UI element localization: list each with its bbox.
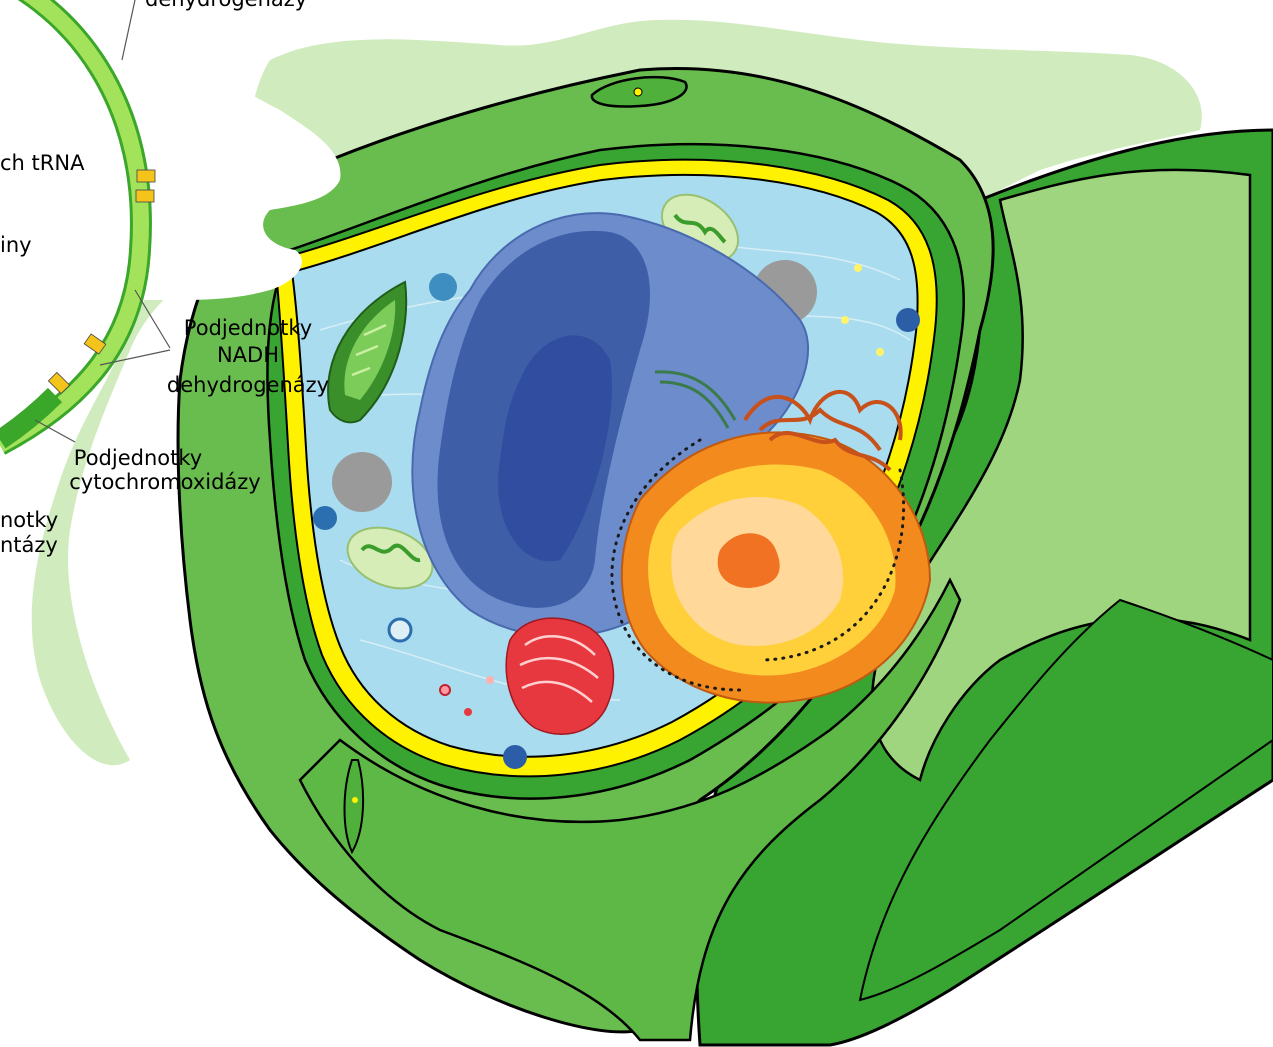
- label-atp-line2-partial: ntázy: [0, 533, 58, 557]
- label-top-partial: dehydrogenázy: [145, 0, 307, 11]
- golgi-vesicle-2: [464, 708, 472, 716]
- plasmodesma-left-dot: [352, 797, 358, 803]
- gene-segment-trna-2: [136, 190, 154, 202]
- label-nadh-line2: NADH: [217, 343, 279, 367]
- vesicle-blue-2: [313, 506, 337, 530]
- wall-top-pit-dot: [634, 88, 642, 96]
- label-nadh-line3: dehydrogenázy: [167, 373, 329, 397]
- golgi-vesicle-3: [486, 676, 494, 684]
- golgi-vesicle-1: [440, 685, 450, 695]
- vesicle-grey-2: [332, 452, 392, 512]
- peroxisome-2: [389, 619, 411, 641]
- label-cox-line2: cytochromoxidázy: [69, 470, 261, 494]
- label-atp-line1-partial: notky: [0, 508, 58, 532]
- label-trna-partial: ch tRNA: [0, 151, 85, 175]
- golgi-apparatus: [506, 618, 613, 734]
- vesicle-blue-3: [896, 308, 920, 332]
- vesicle-blue-1: [429, 273, 457, 301]
- golgi-vacuole-complex: [622, 433, 930, 703]
- label-iny-partial: iny: [0, 233, 32, 257]
- gene-segment-trna-1: [137, 170, 155, 182]
- vesicle-blue-4: [503, 745, 527, 769]
- label-nadh-line1: Podjednotky: [184, 316, 312, 340]
- label-cox-line1: Podjednotky: [74, 446, 202, 470]
